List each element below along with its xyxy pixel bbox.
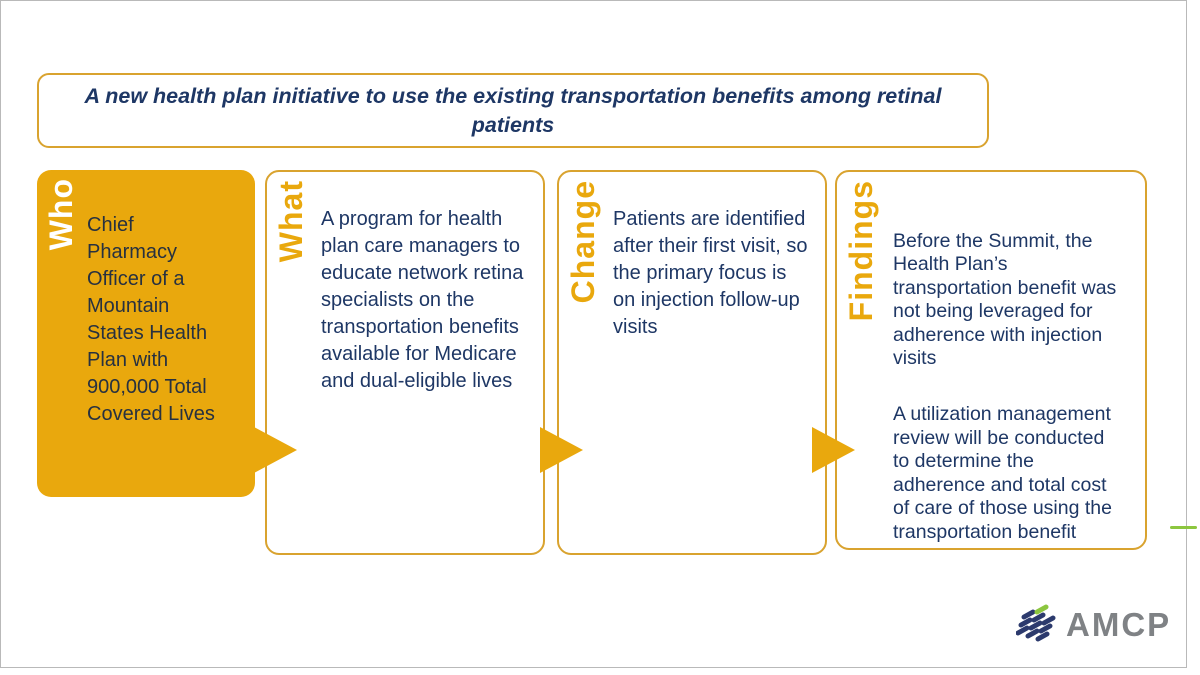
green-line-decoration: [1170, 526, 1197, 529]
column-change: Change Patients are identified after the…: [557, 170, 827, 555]
slide-title: A new health plan initiative to use the …: [84, 83, 942, 137]
column-who: Who Chief Pharmacy Officer of a Mountain…: [37, 170, 255, 497]
what-label: What: [273, 180, 309, 263]
amcp-logo: AMCP: [1016, 602, 1171, 648]
who-label: Who: [43, 178, 79, 251]
change-label: Change: [565, 180, 601, 304]
findings-label: Findings: [843, 180, 879, 322]
who-body-text: Chief Pharmacy Officer of a Mountain Sta…: [87, 214, 215, 425]
findings-paragraph-1: Before the Summit, the Health Plan’s tra…: [893, 229, 1117, 370]
findings-body-text: Before the Summit, the Health Plan’s tra…: [893, 206, 1147, 577]
flow-arrow-icon: [254, 427, 297, 473]
change-body-text: Patients are identified after their firs…: [613, 208, 808, 338]
title-box: A new health plan initiative to use the …: [37, 73, 989, 148]
flow-arrow-icon: [540, 427, 583, 473]
what-body-text: A program for health plan care managers …: [321, 208, 524, 392]
column-findings: Findings Before the Summit, the Health P…: [835, 170, 1147, 550]
amcp-logo-mark-icon: [1016, 604, 1056, 642]
amcp-logo-text: AMCP: [1066, 606, 1172, 643]
column-what: What A program for health plan care mana…: [265, 170, 545, 555]
flow-arrow-icon: [812, 427, 855, 473]
logo-green-dash: [1034, 604, 1049, 615]
findings-paragraph-2: A utilization management review will be …: [893, 403, 1112, 543]
